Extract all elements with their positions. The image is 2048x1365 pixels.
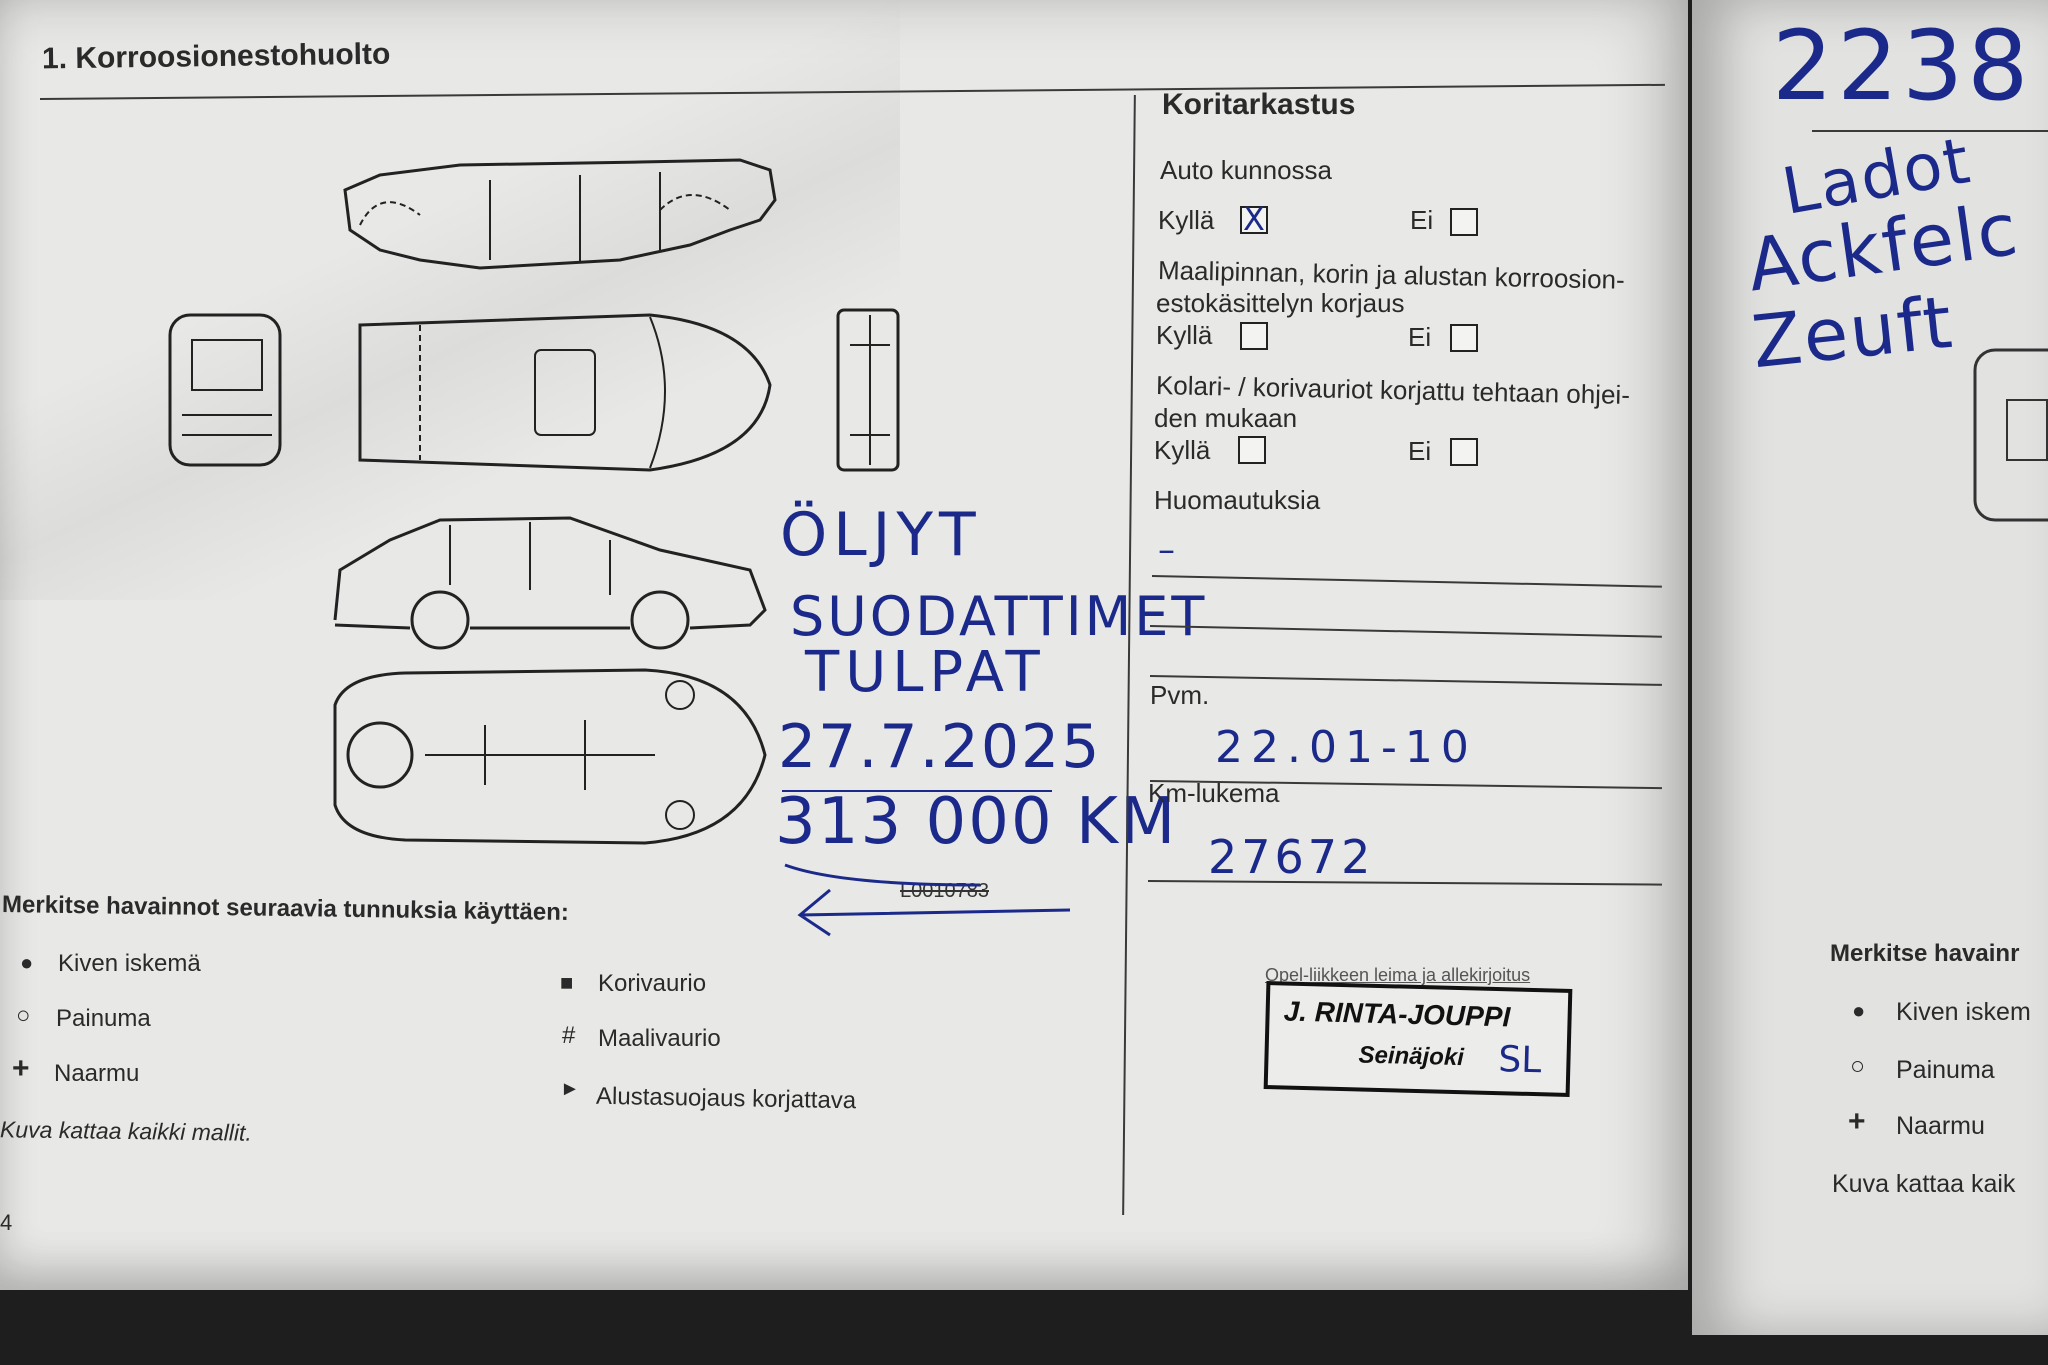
legend-symbol-dent: ○ <box>16 1002 31 1029</box>
next-page-legend-dent: Painuma <box>1896 1056 1995 1084</box>
next-page-car-front-diagram <box>1973 348 2048 522</box>
remarks-line-3 <box>1149 675 1662 686</box>
car-side-view-diagram <box>333 516 767 650</box>
next-page-legend-intro: Merkitse havainr <box>1830 940 2020 967</box>
q3-yes-checkbox[interactable] <box>1238 436 1266 464</box>
legend-stone-chip: Kiven iskemä <box>58 950 201 977</box>
q1-no-checkbox[interactable] <box>1450 208 1478 236</box>
stamp-caption: Opel-liikkeen leima ja allekirjoitus <box>1265 965 1531 985</box>
q1-yes-label: Kyllä <box>1158 205 1215 235</box>
stamp-city: Seinäjoki <box>1358 1041 1465 1072</box>
stamp-initials: SL <box>1497 1039 1542 1082</box>
column-divider <box>1122 95 1136 1215</box>
legend-paint-damage: Maalivaurio <box>598 1025 721 1052</box>
q3-yes-label: Kyllä <box>1154 435 1211 465</box>
hand-filters: SUODATTIMET <box>790 585 1208 648</box>
q3-no-checkbox[interactable] <box>1450 438 1478 466</box>
next-page-legend-symbol-dent: ○ <box>1850 1052 1866 1080</box>
remarks-line-1 <box>1151 575 1662 588</box>
section-title: 1. Korroosionestohuolto <box>41 37 391 76</box>
hand-arrow <box>784 863 1071 937</box>
legend-symbol-paint-damage: # <box>562 1022 576 1049</box>
car-underbody-diagram <box>333 668 767 845</box>
q3-no-label: Ei <box>1408 436 1432 466</box>
service-book-left-page: 1. Korroosionestohuolto ÖLJYT SUOD <box>0 0 1688 1290</box>
legend-symbol-body-damage: ■ <box>560 970 574 995</box>
q1-yes-checkbox[interactable]: X <box>1240 200 1268 238</box>
next-page-footnote: Kuva kattaa kaik <box>1832 1170 2016 1198</box>
date-value: 22.01-10 <box>1215 722 1477 773</box>
next-page-title-rule <box>1812 130 2048 132</box>
next-page-legend-scratch: Naarmu <box>1896 1112 1985 1140</box>
remarks-label: Huomautuksia <box>1154 485 1321 515</box>
legend-symbol-stone: ● <box>20 950 34 975</box>
hand-km: 313 000 KM <box>775 785 1178 859</box>
service-book-right-page: 2238 Ladot Ackfelc Zeuft Merkitse havain… <box>1692 0 2048 1335</box>
q2-label-line2: estokäsittelyn korjaus <box>1156 288 1405 318</box>
car-top-body-diagram <box>343 158 777 270</box>
remarks-line-2 <box>1149 625 1662 638</box>
hand-date: 27.7.2025 <box>778 712 1102 782</box>
q1-no-label: Ei <box>1410 205 1434 235</box>
remarks-value: – <box>1158 530 1181 570</box>
hand-date-underline <box>782 790 1052 792</box>
next-page-number: 2238 <box>1772 10 2033 122</box>
legend-symbol-scratch: + <box>12 1052 30 1085</box>
q1-yes-check-mark: X <box>1243 200 1265 238</box>
legend-underbody-repair: Alustasuojaus korjattava <box>595 1082 857 1115</box>
legend-intro: Merkitse havainnot seuraavia tunnuksia k… <box>1 891 570 926</box>
footnote: Kuva kattaa kaikki mallit. <box>0 1116 253 1146</box>
body-inspection-title: Koritarkastus <box>1162 88 1356 121</box>
car-front-view-diagram <box>168 313 282 467</box>
q1-label: Auto kunnossa <box>1160 155 1333 185</box>
hand-oils: ÖLJYT <box>780 500 982 570</box>
next-page-legend-symbol-scratch: + <box>1848 1105 1866 1138</box>
legend-symbol-underbody: ► <box>560 1078 580 1100</box>
car-rear-view-diagram <box>836 308 900 472</box>
car-top-view-diagram <box>358 313 772 472</box>
q2-yes-label: Kyllä <box>1156 320 1213 350</box>
q3-label-line2: den mukaan <box>1154 403 1298 433</box>
legend-scratch: Naarmu <box>54 1060 140 1087</box>
next-page-legend-symbol-stone: ● <box>1852 998 1866 1023</box>
km-label: Km-lukema <box>1148 778 1280 808</box>
dealer-stamp: J. RINTA-JOUPPI Seinäjoki SL <box>1263 981 1573 1097</box>
page-number: 4 <box>0 1210 13 1235</box>
km-value: 27672 <box>1208 830 1375 884</box>
date-label: Pvm. <box>1150 680 1210 710</box>
q2-yes-checkbox[interactable] <box>1240 322 1268 350</box>
legend-dent: Painuma <box>56 1005 151 1032</box>
legend-body-damage: Korivaurio <box>598 970 707 997</box>
stamp-name: J. RINTA-JOUPPI <box>1283 995 1511 1033</box>
q2-no-checkbox[interactable] <box>1450 324 1478 352</box>
hand-plugs: TULPAT <box>805 640 1046 705</box>
next-page-legend-stone: Kiven iskem <box>1896 998 2031 1026</box>
q2-no-label: Ei <box>1408 322 1432 352</box>
title-rule <box>39 83 1665 100</box>
